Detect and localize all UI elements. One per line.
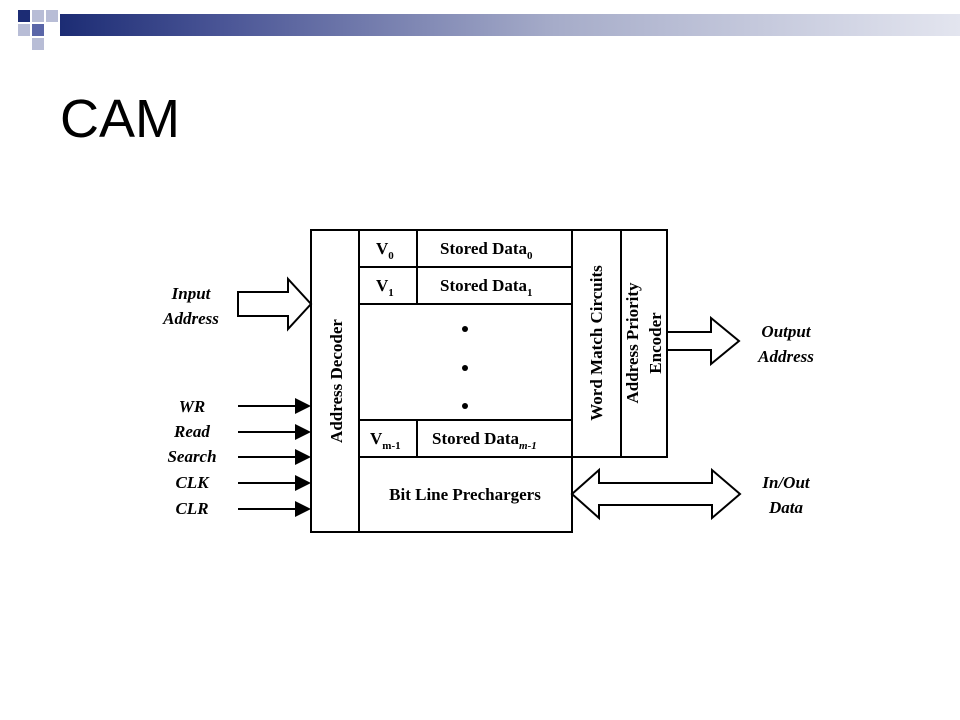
priority-encoder-label-line1: Address Priority (623, 282, 642, 404)
wr-signal-label: WR (179, 397, 205, 416)
bit-line-label: Bit Line Prechargers (389, 485, 541, 504)
input-address-label-line2: Address (162, 309, 219, 328)
ellipsis-dot (462, 365, 468, 371)
output-address-label-line1: Output (761, 322, 811, 341)
valid-bit-m-1: Vm-1 (370, 429, 401, 452)
valid-bit-1: V1 (376, 276, 394, 299)
deco-square (18, 24, 30, 36)
deco-square (32, 38, 44, 50)
valid-bit-0: V0 (376, 239, 394, 262)
input-address-label-line1: Input (171, 284, 212, 303)
deco-square (32, 24, 44, 36)
ellipsis-dot (462, 403, 468, 409)
ellipsis-dot (462, 326, 468, 332)
deco-square (18, 10, 30, 22)
deco-square (46, 10, 58, 22)
input-address-arrow (237, 276, 313, 332)
word-match-label: Word Match Circuits (587, 265, 606, 421)
slide-title: CAM (60, 89, 180, 149)
in-out-data-label-line1: In/Out (761, 473, 811, 492)
read-signal-label: Read (173, 422, 210, 441)
stored-data-1: Stored Data1 (440, 276, 533, 299)
clk-signal-label: CLK (175, 473, 210, 492)
memory-array-box (358, 229, 573, 458)
clr-signal-label: CLR (175, 499, 208, 518)
stored-data-m-1: Stored Datam-1 (432, 429, 537, 452)
in-out-data-label-line2: Data (768, 498, 804, 517)
output-address-arrow (666, 315, 741, 367)
in-out-data-arrow (570, 467, 742, 521)
search-signal-label: Search (167, 447, 216, 466)
deco-square (32, 10, 44, 22)
output-address-label-line2: Address (757, 347, 814, 366)
stored-data-0: Stored Data0 (440, 239, 533, 262)
header-gradient-bar (60, 14, 960, 36)
priority-encoder-label-line2: Encoder (646, 312, 665, 374)
address-decoder-label: Address Decoder (327, 319, 346, 443)
